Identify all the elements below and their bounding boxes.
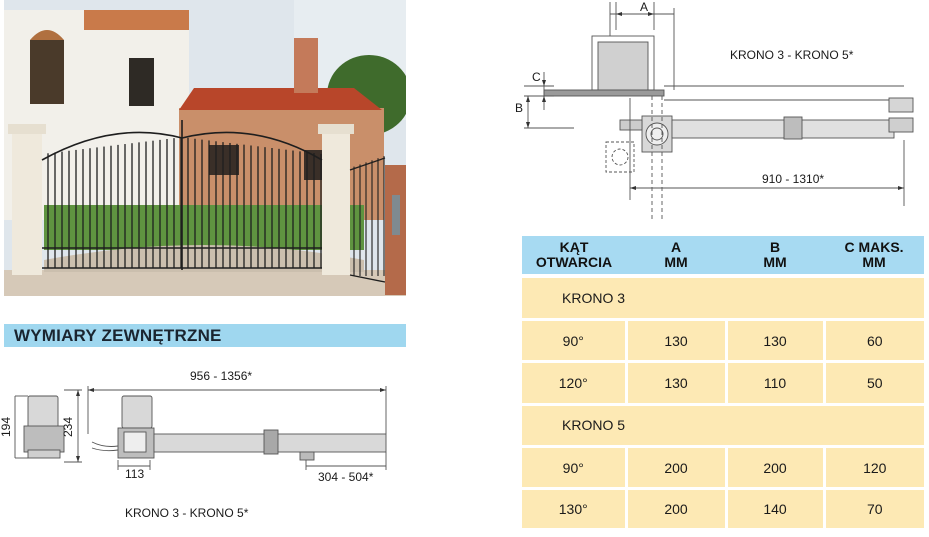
- top-diagram-caption: KRONO 3 - KRONO 5*: [730, 48, 854, 62]
- table-group-row: KRONO 5: [522, 402, 924, 447]
- dim-b-label: B: [515, 101, 524, 115]
- top-view-diagram: [524, 2, 914, 222]
- dim-length-label: 956 - 1356*: [190, 369, 253, 383]
- side-view-diagram: [14, 386, 387, 470]
- table-group-row: KRONO 3: [522, 276, 924, 320]
- dim-height-total-label: 194: [0, 416, 14, 438]
- header-c-max: C MAKS.MM: [824, 236, 924, 278]
- table-cell: 130°: [522, 487, 628, 528]
- table-row: 90° 130 130 60: [522, 317, 924, 362]
- table-cell: 50: [824, 360, 924, 405]
- table-cell: 140: [726, 487, 826, 528]
- table-cell: 200: [726, 445, 826, 489]
- table-cell: 70: [824, 487, 924, 528]
- table-cell: 90°: [522, 445, 628, 489]
- dim-offset-label: 113: [125, 467, 145, 481]
- group-label-krono3: KRONO 3: [522, 276, 924, 320]
- table-cell: 200: [626, 487, 728, 528]
- dim-a-label: A: [640, 0, 649, 14]
- table-cell: 130: [726, 317, 826, 362]
- table-cell: 120: [824, 445, 924, 489]
- table-cell: 60: [824, 317, 924, 362]
- table-cell: 200: [626, 445, 728, 489]
- side-diagram-caption: KRONO 3 - KRONO 5*: [125, 506, 249, 520]
- house-gate-photo: [4, 0, 406, 296]
- dim-height-motor-label: 234: [61, 416, 76, 438]
- table-cell: 130: [626, 317, 728, 362]
- dim-bracket-label: 304 - 504*: [318, 470, 374, 484]
- table-row: 120° 130 110 50: [522, 360, 924, 405]
- table-cell: 120°: [522, 360, 628, 405]
- table-row: 130° 200 140 70: [522, 487, 924, 528]
- table-cell: 110: [726, 360, 826, 405]
- section-title-external-dimensions: WYMIARY ZEWNĘTRZNE: [4, 324, 406, 347]
- gate-photo-illustration: [4, 0, 406, 296]
- group-label-krono5: KRONO 5: [522, 402, 924, 447]
- table-cell: 130: [626, 360, 728, 405]
- table-cell: 90°: [522, 317, 628, 362]
- dim-span-label: 910 - 1310*: [762, 172, 825, 186]
- dim-c-label: C: [532, 70, 541, 84]
- table-row: 90° 200 200 120: [522, 445, 924, 489]
